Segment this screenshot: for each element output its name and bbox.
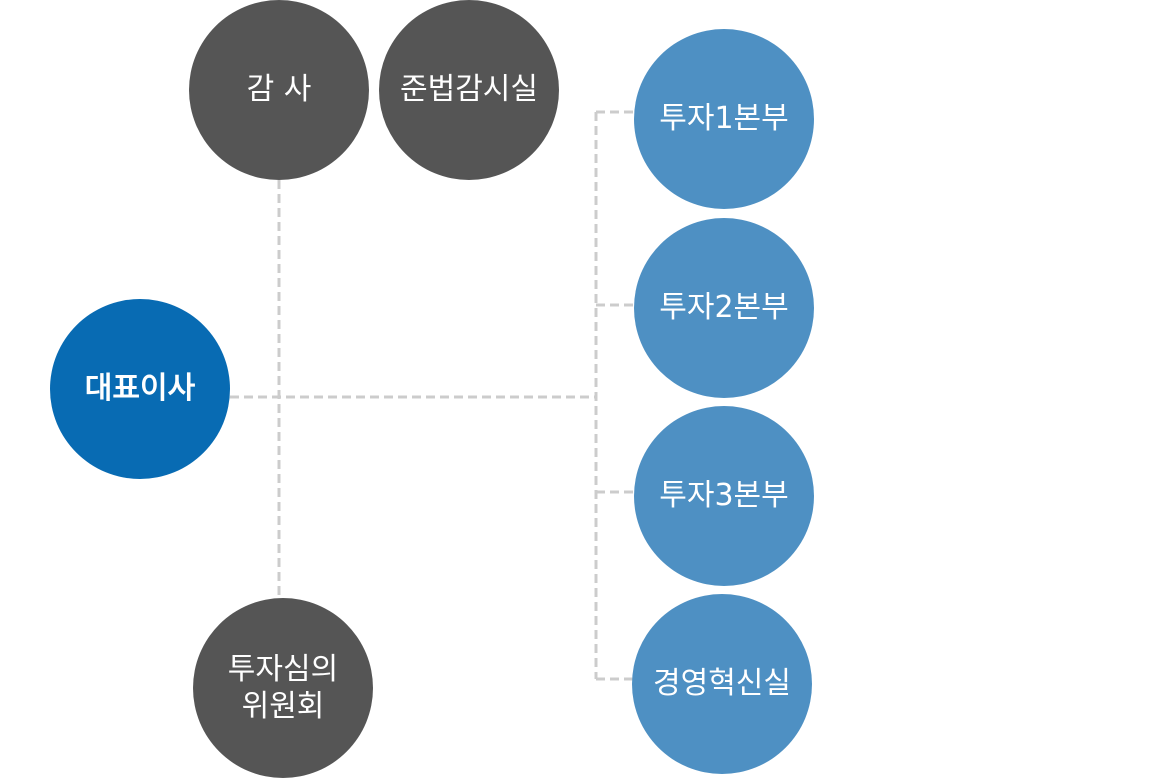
node-ceo: 대표이사 (50, 299, 230, 479)
node-compliance: 준법감시실 (379, 0, 559, 180)
node-management-innovation: 경영혁신실 (632, 594, 812, 774)
node-audit: 감 사 (189, 0, 369, 180)
node-investment-division-3: 투자3본부 (634, 406, 814, 586)
node-investment-division-2: 투자2본부 (634, 218, 814, 398)
node-investment-division-1: 투자1본부 (634, 29, 814, 209)
node-investment-committee: 투자심의 위원회 (193, 598, 373, 778)
